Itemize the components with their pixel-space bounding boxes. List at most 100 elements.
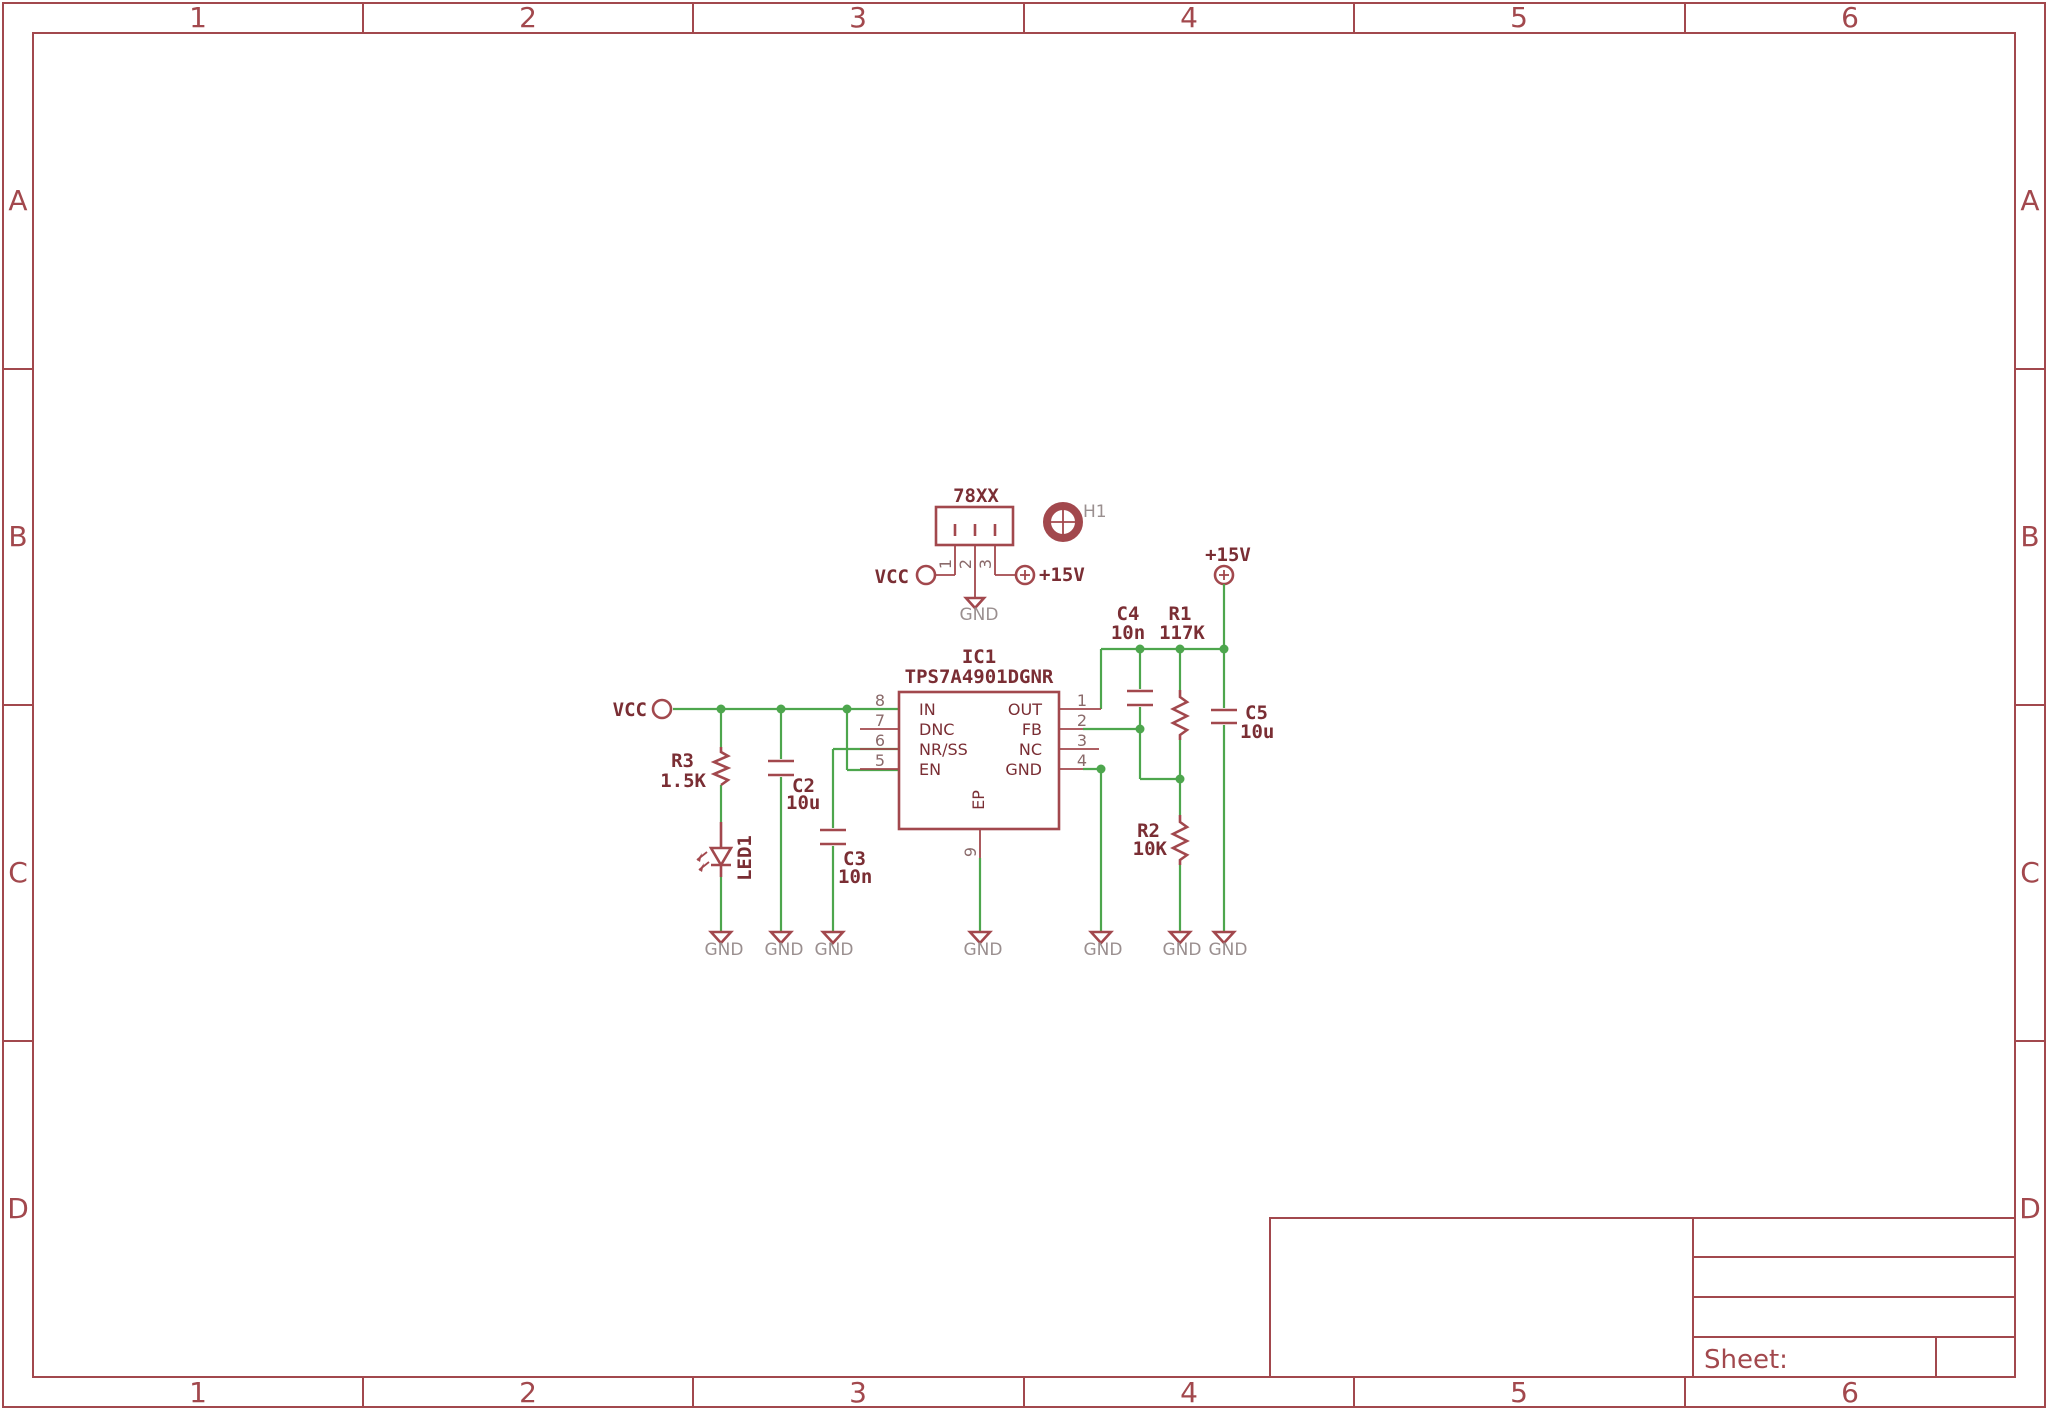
part-value: 10u	[1240, 721, 1274, 743]
net-label-gnd: GND	[1084, 940, 1123, 960]
pin-number: 1	[1077, 691, 1087, 710]
pin-number: 6	[875, 731, 885, 750]
row-label: A	[2020, 184, 2039, 217]
vcc-port-icon	[651, 698, 673, 720]
led-led1: LED1	[696, 822, 756, 881]
column-dividers	[362, 3, 1686, 1407]
ground-icon	[820, 930, 846, 945]
part-value: 1.5K	[660, 770, 706, 792]
row-label: A	[8, 184, 27, 217]
resistor-icon	[1170, 690, 1190, 740]
pin-number: 5	[875, 751, 885, 770]
part-name: H1	[1083, 502, 1107, 522]
ic1-body	[897, 690, 1061, 831]
pin-number: 1	[936, 559, 955, 569]
col-label: 5	[1510, 1376, 1528, 1409]
col-label: 1	[189, 1376, 207, 1409]
part-value: 10n	[1111, 622, 1145, 644]
col-label: 6	[1841, 1, 1859, 34]
pin-name: DNC	[919, 720, 954, 739]
pin-number: 2	[1077, 711, 1087, 730]
col-label: 2	[519, 1376, 537, 1409]
ep-label: EP	[969, 790, 988, 810]
capacitor-c5: C5 10u	[1211, 702, 1274, 743]
pin-name: OUT	[1008, 700, 1042, 719]
regulator-header-78xx: 78XX 1 2 3 VCC +15V GND	[875, 485, 1085, 625]
capacitor-c4: C4 10n	[1111, 603, 1153, 707]
pin-number: 4	[1077, 751, 1087, 770]
part-ref: R3	[671, 750, 694, 772]
part-ref: R1	[1169, 603, 1192, 625]
row-label: B	[8, 520, 27, 553]
net-label-gnd: GND	[705, 940, 744, 960]
row-labels-left: A B C D	[7, 184, 29, 1225]
net-label-gnd: GND	[960, 605, 999, 625]
part-value: 10n	[838, 866, 872, 888]
pin-number: 2	[956, 559, 975, 569]
vcc-input-port: VCC	[613, 698, 673, 721]
ic1-ref: IC1	[962, 646, 996, 668]
ground-icon	[967, 930, 993, 945]
resistor-r1: R1 117K	[1159, 603, 1205, 740]
net-label-plus15: +15V	[1205, 544, 1251, 566]
part-value: 117K	[1159, 622, 1205, 644]
ground-symbols: GND GND GND GND GND GND GND	[705, 930, 1248, 960]
ground-icon	[708, 930, 734, 945]
part-ref: C2	[792, 775, 815, 797]
ground-ic1-gnd: GND	[1084, 930, 1123, 960]
net-label-vcc: VCC	[613, 699, 647, 721]
col-label: 4	[1180, 1376, 1198, 1409]
vcc-port-icon	[915, 564, 937, 586]
wires	[673, 584, 1226, 932]
col-label: 1	[189, 1, 207, 34]
part-ref: C3	[843, 848, 866, 870]
pin-name: NR/SS	[919, 740, 968, 759]
column-labels-bottom: 1 2 3 4 5 6	[189, 1376, 1859, 1409]
col-label: 2	[519, 1, 537, 34]
net-label-gnd: GND	[1209, 940, 1248, 960]
part-value: 10u	[786, 792, 820, 814]
net-label-gnd: GND	[765, 940, 804, 960]
supply-plus-icon	[1014, 564, 1036, 586]
ground-icon	[768, 930, 794, 945]
pin-number: 8	[875, 691, 885, 710]
col-label: 6	[1841, 1376, 1859, 1409]
row-label: C	[2020, 856, 2040, 889]
mounting-hole-h1: H1	[1043, 502, 1107, 542]
net-label-plus15: +15V	[1039, 564, 1085, 586]
ground-ic1-ep: GND	[964, 930, 1002, 960]
net-label-gnd: GND	[1163, 940, 1202, 960]
pin-name: FB	[1022, 720, 1042, 739]
pin-number: 3	[1077, 731, 1087, 750]
ground-icon	[1167, 930, 1193, 945]
ground-c3: GND	[815, 930, 853, 960]
title-block: Sheet:	[1269, 1217, 2016, 1378]
part-ref: C4	[1117, 603, 1140, 625]
ground-icon	[1088, 930, 1114, 945]
ground-icon	[1211, 930, 1237, 945]
led-icon	[708, 846, 734, 868]
part-value: 10K	[1133, 838, 1168, 860]
column-labels-top: 1 2 3 4 5 6	[189, 1, 1859, 34]
part-ref: C5	[1245, 702, 1268, 724]
pin-name: EN	[919, 760, 941, 779]
supply-plus15-top: +15V	[1205, 544, 1251, 586]
row-label: B	[2020, 520, 2039, 553]
ground-c5: GND	[1209, 930, 1248, 960]
pin-name: GND	[1005, 760, 1042, 779]
ground-icon	[963, 596, 987, 610]
resistor-icon	[710, 747, 732, 787]
col-label: 5	[1510, 1, 1528, 34]
resistor-r2: R2 10K	[1133, 815, 1190, 865]
ground-r3-led: GND	[705, 930, 744, 960]
part-name: 78XX	[953, 485, 999, 507]
capacitor-c3: C3 10n	[820, 828, 872, 888]
junctions	[716, 644, 1229, 784]
ground-c2: GND	[765, 930, 804, 960]
row-label: D	[7, 1192, 29, 1225]
row-dividers	[3, 368, 2045, 1042]
col-label: 4	[1180, 1, 1198, 34]
sheet-label: Sheet:	[1704, 1345, 1788, 1375]
